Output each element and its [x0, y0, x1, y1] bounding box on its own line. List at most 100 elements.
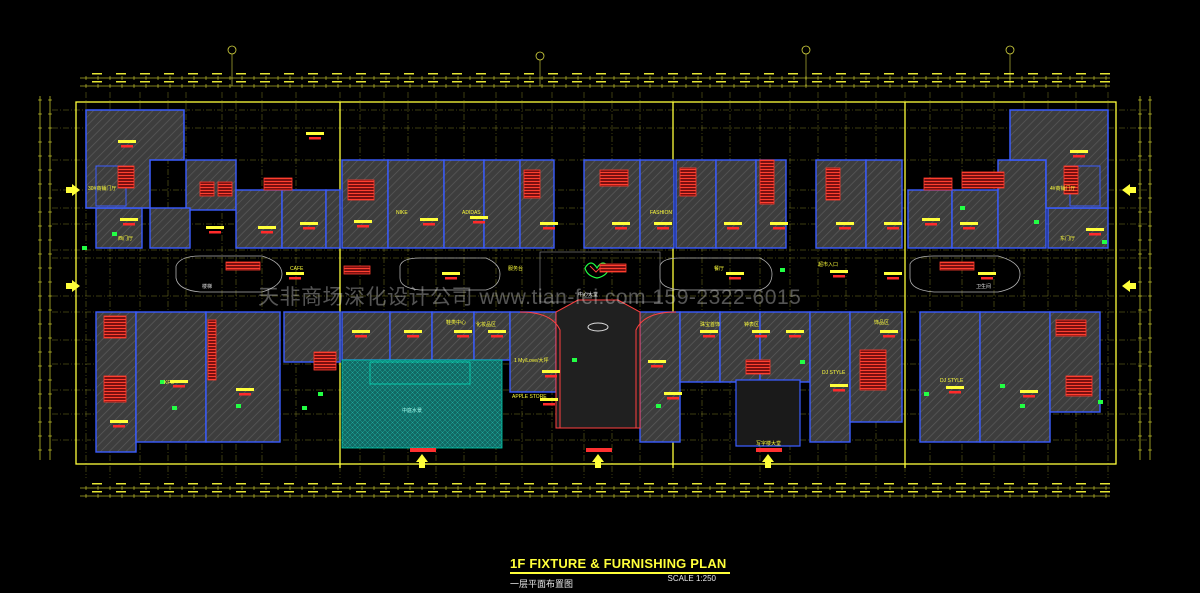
dim-text-mark [116, 483, 126, 485]
dim-text-mark [644, 81, 654, 83]
shop-unit [979, 311, 1051, 443]
shop-unit [919, 311, 981, 443]
label-shop-1f: 1 My/Love/大坪 [514, 357, 548, 364]
dim-text-mark [548, 81, 558, 83]
green-marker [82, 246, 87, 250]
dim-text-mark [908, 81, 918, 83]
shop-unit [509, 311, 557, 393]
room-name-tag [770, 222, 788, 225]
dim-text-mark [812, 491, 822, 493]
room-code-tag [261, 231, 273, 234]
dim-text-mark [932, 81, 942, 83]
room-code-tag [789, 335, 801, 338]
dim-text-mark [476, 491, 486, 493]
dim-text-mark [284, 483, 294, 485]
shop-unit [341, 159, 389, 249]
dim-text-mark [692, 81, 702, 83]
dim-text-mark [932, 483, 942, 485]
dim-text-mark [956, 483, 966, 485]
dim-text-mark [212, 81, 222, 83]
dim-text-mark [1052, 483, 1062, 485]
dim-text-mark [260, 81, 270, 83]
green-marker [112, 232, 117, 236]
green-marker [924, 392, 929, 396]
dim-text-mark [668, 491, 678, 493]
dim-text-mark [572, 483, 582, 485]
room-code-tag [755, 335, 767, 338]
dim-text-mark [596, 483, 606, 485]
escalator [599, 169, 629, 187]
dim-text-mark [764, 73, 774, 75]
dim-text-mark [644, 73, 654, 75]
room-name-tag [306, 132, 324, 135]
dim-text-mark [908, 491, 918, 493]
room-name-tag [236, 388, 254, 391]
room-code-tag [883, 335, 895, 338]
room-name-tag [946, 386, 964, 389]
dim-text-mark [524, 483, 534, 485]
green-marker [1034, 220, 1039, 224]
escalator [523, 169, 541, 199]
room-code-tag [407, 335, 419, 338]
green-marker [172, 406, 177, 410]
dim-text-mark [788, 73, 798, 75]
room-code-tag [773, 227, 785, 230]
dim-text-mark [668, 483, 678, 485]
green-marker [960, 206, 965, 210]
dim-text-mark [740, 483, 750, 485]
green-marker [800, 360, 805, 364]
escalator [923, 177, 953, 191]
label-stair: 楼梯 [202, 283, 212, 290]
dim-text-mark [740, 81, 750, 83]
watermark: 天非商场深化设计公司 www.tian-fei.com 159-2322-601… [258, 286, 802, 309]
dim-text-mark [572, 491, 582, 493]
room-name-tag [700, 330, 718, 333]
dim-text-mark [764, 81, 774, 83]
dim-text-mark [140, 81, 150, 83]
dim-text-mark [428, 81, 438, 83]
shop-unit [815, 159, 867, 249]
dim-text-mark [332, 491, 342, 493]
room-name-tag [404, 330, 422, 333]
dim-text-mark [308, 483, 318, 485]
label-cosmetics: 化妆品区 [476, 321, 496, 328]
green-marker [160, 380, 165, 384]
dim-text-mark [236, 491, 246, 493]
dim-text-mark [476, 81, 486, 83]
green-marker [236, 404, 241, 408]
room-code-tag [309, 137, 321, 140]
dim-text-mark [1076, 483, 1086, 485]
dim-text-mark [548, 483, 558, 485]
dim-text-mark [380, 483, 390, 485]
label-fashion: FASHION [650, 210, 672, 216]
label-toilet: 卫生间 [976, 283, 991, 290]
space-labels: 30#商铺门厅 4#商铺门厅 中心大堂 写字楼大堂 中庭水景 1 My/Love… [88, 185, 1076, 447]
escalator [103, 315, 127, 339]
dim-text-mark [1100, 491, 1110, 493]
room-name-tag [836, 222, 854, 225]
shop-unit [997, 159, 1047, 249]
dim-text-mark [404, 73, 414, 75]
room-name-tag [206, 226, 224, 229]
room-name-tag [922, 218, 940, 221]
dim-text-mark [860, 81, 870, 83]
dim-text-mark [1028, 81, 1038, 83]
central-entry [519, 262, 677, 429]
dim-text-mark [236, 73, 246, 75]
shop-unit [325, 189, 341, 249]
dim-text-mark [956, 81, 966, 83]
room-name-tag [830, 384, 848, 387]
shop-unit [865, 159, 903, 249]
room-code-tag [491, 335, 503, 338]
room-name-tag [724, 222, 742, 225]
escalator [1063, 165, 1079, 195]
green-marker [1098, 400, 1103, 404]
dim-text-mark [764, 483, 774, 485]
dim-text-mark [404, 491, 414, 493]
shop-unit [235, 189, 283, 249]
entrance-arrows [66, 184, 1136, 468]
axis-bubble [227, 45, 237, 55]
shop-unit [639, 159, 675, 249]
dim-text-mark [140, 491, 150, 493]
shop-unit [809, 311, 851, 443]
